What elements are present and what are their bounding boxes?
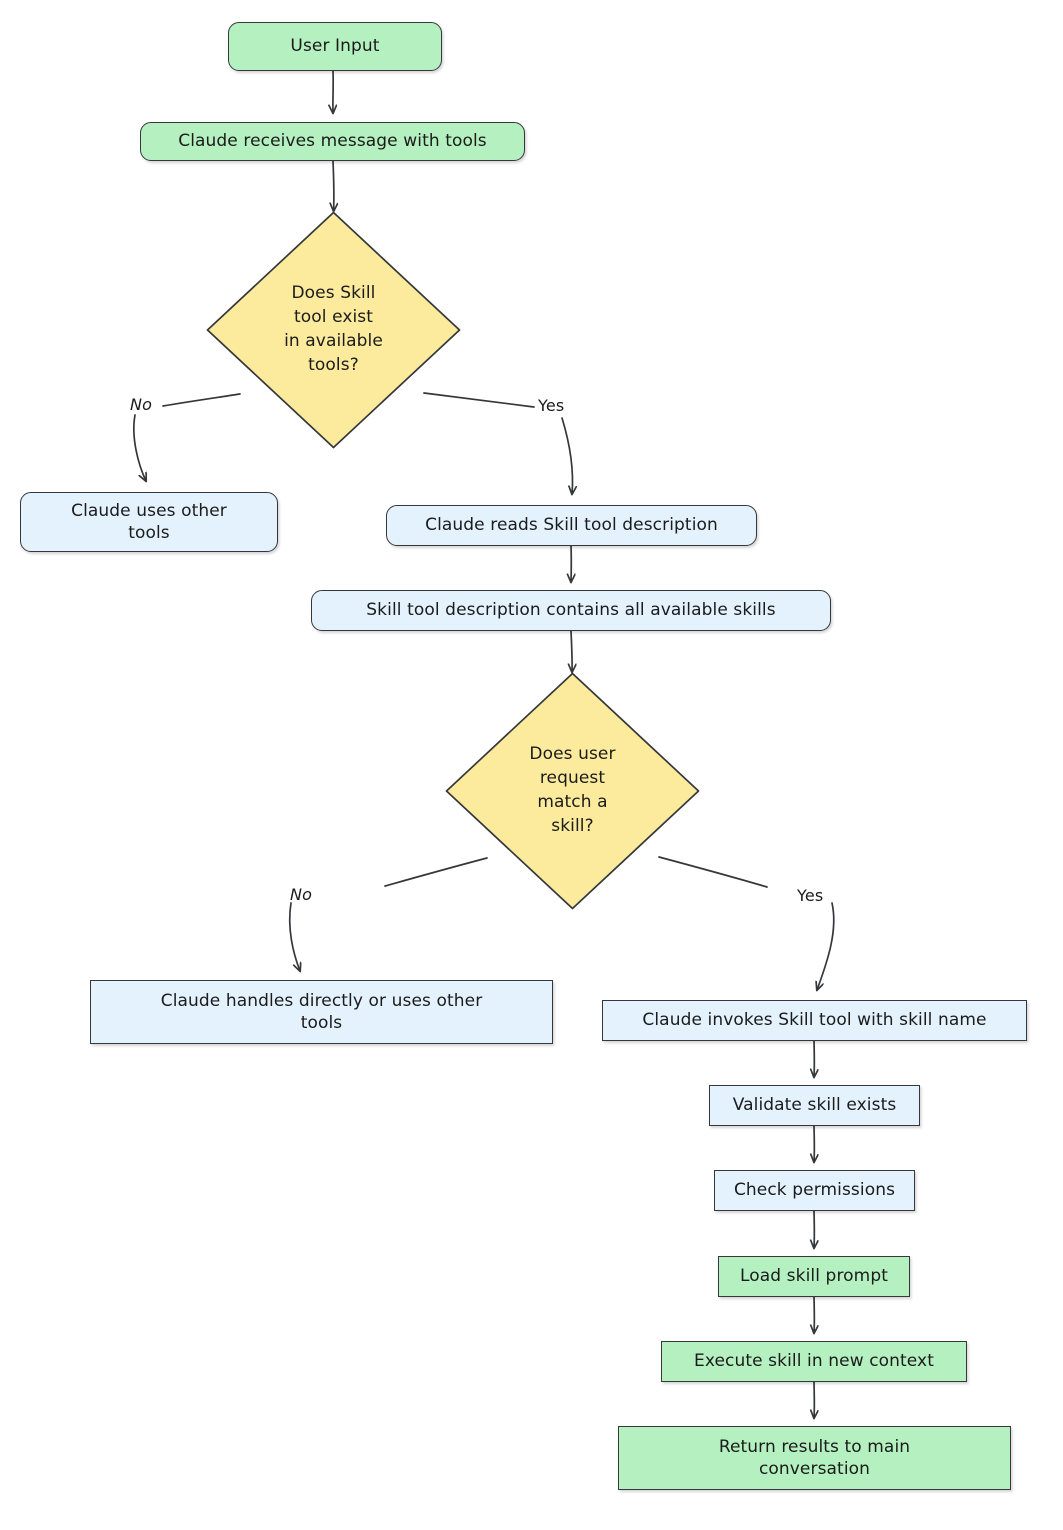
node-claude-invokes-skill-tool[interactable]: Claude invokes Skill tool with skill nam… — [602, 1000, 1027, 1041]
edge-label-decision2-no: No — [290, 885, 313, 904]
node-check-permissions[interactable]: Check permissions — [714, 1170, 915, 1211]
node-claude-reads-skill-tool-description[interactable]: Claude reads Skill tool description — [386, 505, 757, 546]
edge-decision1-no-arrow — [133, 414, 146, 481]
diamond-shape-1 — [206, 211, 461, 449]
edge-contains-to-decision2 — [571, 630, 572, 672]
node-skill-tool-exists-decision-label: Does Skill tool exist in available tools… — [284, 283, 383, 375]
edge-label-decision1-yes: Yes — [538, 396, 565, 415]
edge-label-decision1-no: No — [130, 395, 153, 414]
edge-decision2-yes-arrow — [817, 902, 835, 990]
node-request-matches-skill-decision[interactable]: Does user request match a skill? — [445, 672, 700, 910]
edge-decision1-yes-arrow — [561, 417, 573, 494]
node-return-results[interactable]: Return results to main conversation — [618, 1426, 1011, 1490]
node-claude-receives-message[interactable]: Claude receives message with tools — [140, 122, 525, 161]
edge-label-decision2-yes: Yes — [797, 886, 824, 905]
node-user-input[interactable]: User Input — [228, 22, 442, 71]
node-load-skill-prompt[interactable]: Load skill prompt — [718, 1256, 910, 1297]
node-skill-tool-description-contains-skills[interactable]: Skill tool description contains all avai… — [311, 590, 831, 631]
node-claude-uses-other-tools[interactable]: Claude uses other tools — [20, 492, 278, 552]
node-skill-tool-exists-decision[interactable]: Does Skill tool exist in available tools… — [206, 211, 461, 449]
diamond-shape-2 — [445, 672, 700, 910]
node-request-matches-skill-decision-label: Does user request match a skill? — [529, 744, 616, 836]
node-execute-skill-new-context[interactable]: Execute skill in new context — [661, 1341, 967, 1382]
node-validate-skill-exists[interactable]: Validate skill exists — [709, 1085, 920, 1126]
edge-decision2-no-arrow — [288, 902, 300, 971]
node-claude-handles-directly[interactable]: Claude handles directly or uses other to… — [90, 980, 553, 1044]
edge-receives-to-decision1 — [333, 160, 334, 211]
